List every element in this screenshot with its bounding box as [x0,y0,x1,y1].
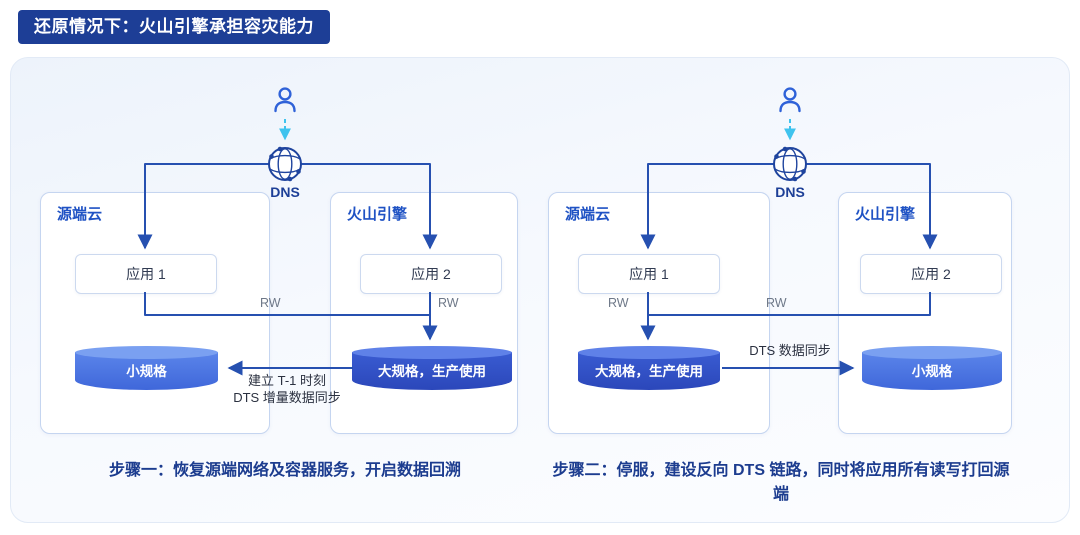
db-label: 大规格，生产使用 [595,364,703,379]
rw-label: RW [438,296,459,310]
rw-label: RW [766,296,787,310]
small-spec-db-right: 小规格 [862,346,1002,390]
source-cloud-label: 源端云 [565,206,611,223]
volc-engine-label: 火山引擎 [855,206,916,223]
db-label: 小规格 [126,364,167,379]
source-cloud-label: 源端云 [57,206,103,223]
sync-label-line2: DTS 增量数据同步 [233,390,341,405]
app2-box-right: 应用 2 [860,254,1002,294]
step2-caption: 步骤二：停服，建设反向 DTS 链路，同时将应用所有读写打回源端 [552,462,1010,503]
small-spec-db-left: 小规格 [75,346,218,390]
step1-caption: 步骤一：恢复源端网络及容器服务，开启数据回溯 [108,462,461,479]
rw-label: RW [608,296,629,310]
large-spec-db-right: 大规格，生产使用 [578,346,720,390]
sync-label-line1: 建立 T-1 时刻 [247,373,326,388]
dns-label-right: DNS [775,184,805,200]
volc-engine-label: 火山引擎 [347,206,408,223]
rw-label: RW [260,296,281,310]
volc-engine-box-right: 火山引擎 [838,192,1012,434]
app1-box-right: 应用 1 [578,254,720,294]
sync-label-left: 建立 T-1 时刻 DTS 增量数据同步 [198,372,376,406]
cylinder-top [352,346,512,359]
cylinder-top [862,346,1002,359]
app1-box-left: 应用 1 [75,254,217,294]
cylinder-top [578,346,720,359]
page-title: 还原情况下：火山引擎承担容灾能力 [18,10,330,44]
app2-box-left: 应用 2 [360,254,502,294]
dns-label-left: DNS [270,184,300,200]
db-label: 小规格 [911,364,953,379]
cylinder-top [75,346,218,359]
db-label: 大规格，生产使用 [378,364,486,379]
source-cloud-box-right: 源端云 [548,192,770,434]
sync-label-right: DTS 数据同步 [749,343,831,358]
large-spec-db-left: 大规格，生产使用 [352,346,512,390]
